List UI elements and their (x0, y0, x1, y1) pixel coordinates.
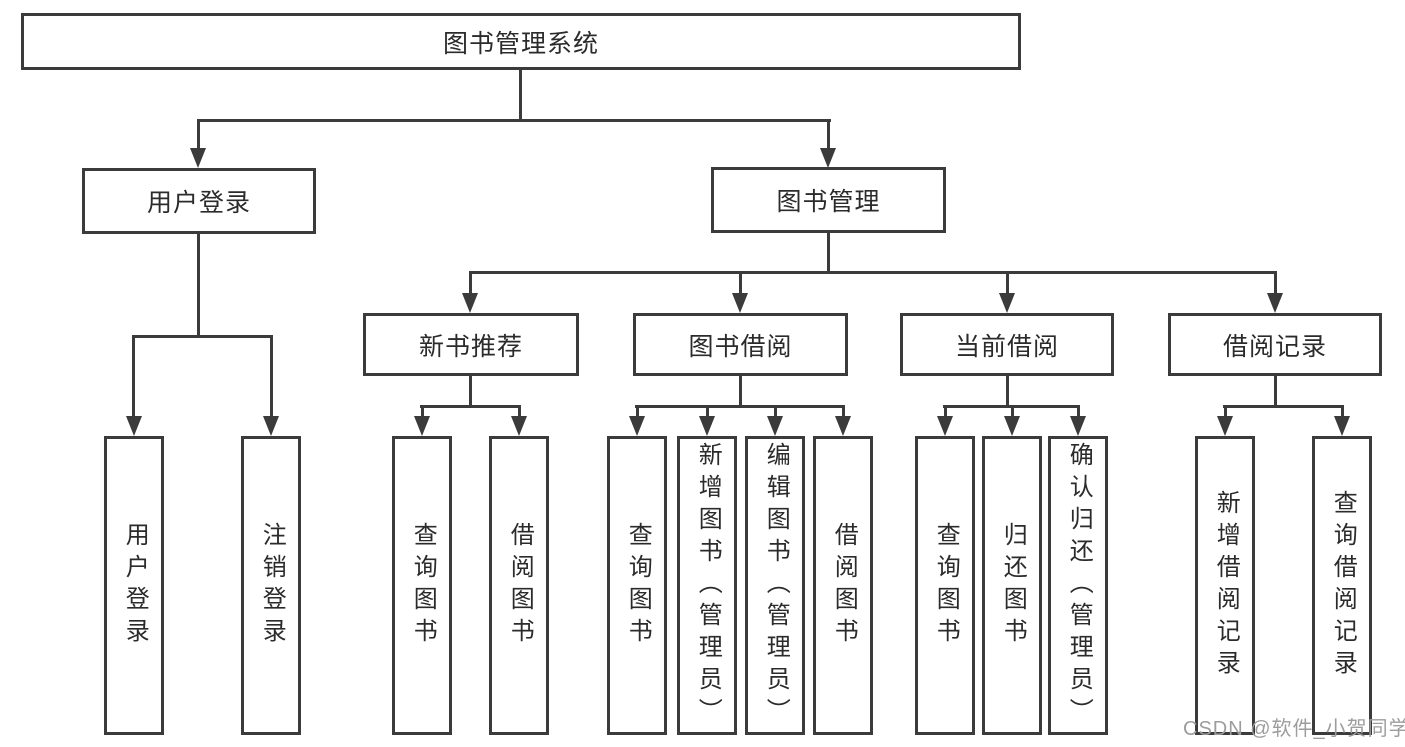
node-label: 图书管理系统 (442, 29, 599, 58)
node-label: 新增借阅记录 (1212, 489, 1240, 682)
leaf-add-borrow-record: 新增借阅记录 (1195, 436, 1255, 735)
node-label: 借阅记录 (1222, 332, 1327, 361)
node-current-borrowing: 当前借阅 (900, 313, 1114, 376)
arrowhead-icon (414, 416, 430, 436)
arrowhead-icon (699, 416, 715, 436)
arrowhead-icon (263, 416, 279, 436)
connector-line (519, 70, 522, 121)
node-label: 确认归还（管理员） (1065, 441, 1093, 730)
node-label: 图书管理 (776, 188, 881, 216)
arrowhead-icon (835, 416, 851, 436)
leaf-add-books-admin: 新增图书（管理员） (677, 436, 737, 735)
node-new-book-recommend: 新书推荐 (363, 313, 579, 376)
arrowhead-icon (462, 293, 478, 313)
leaf-return-books: 归还图书 (982, 436, 1042, 735)
arrowhead-icon (1334, 416, 1350, 436)
node-label: 归还图书 (999, 521, 1027, 650)
node-label: 图书借阅 (688, 332, 793, 361)
arrowhead-icon (820, 148, 836, 168)
connector-line (469, 376, 472, 408)
leaf-borrow-books-recommend: 借阅图书 (489, 436, 549, 735)
watermark: CSDN @软件_小贺同学 (1183, 718, 1405, 740)
connector-line (420, 405, 521, 408)
connector-line (469, 271, 1277, 274)
connector-line (132, 337, 135, 418)
connector-line (1223, 405, 1344, 408)
leaf-user-login: 用户登录 (104, 436, 164, 735)
node-borrowing-records: 借阅记录 (1168, 313, 1382, 376)
connector-line (197, 119, 200, 150)
leaf-confirm-return-admin: 确认归还（管理员） (1048, 436, 1108, 735)
arrowhead-icon (937, 416, 953, 436)
connector-line (774, 406, 777, 418)
connector-line (1011, 406, 1014, 418)
connector-line (1006, 376, 1009, 408)
connector-line (1077, 406, 1080, 418)
leaf-query-books-current: 查询图书 (915, 436, 975, 735)
arrowhead-icon (999, 293, 1015, 313)
connector-line (827, 119, 830, 150)
node-label: 新增图书（管理员） (694, 441, 722, 730)
node-book-management: 图书管理 (711, 167, 946, 233)
connector-line (842, 406, 845, 418)
arrowhead-icon (629, 416, 645, 436)
arrowhead-icon (1004, 416, 1020, 436)
arrowhead-icon (190, 148, 206, 168)
node-user-login: 用户登录 (82, 168, 316, 234)
arrowhead-icon (1070, 416, 1086, 436)
leaf-edit-books-admin: 编辑图书（管理员） (745, 436, 805, 735)
node-label: 查询图书 (409, 521, 437, 650)
connector-line (827, 232, 830, 274)
node-label: 编辑图书（管理员） (762, 441, 790, 730)
connector-line (469, 273, 472, 296)
connector-line (1274, 376, 1277, 408)
connector-line (518, 406, 521, 418)
node-label: 查询图书 (932, 521, 960, 650)
arrowhead-icon (1267, 293, 1283, 313)
leaf-query-borrow-record: 查询借阅记录 (1312, 436, 1372, 735)
connector-line (197, 119, 831, 122)
arrowhead-icon (767, 416, 783, 436)
connector-line (739, 376, 742, 408)
node-label: 查询图书 (624, 521, 652, 650)
connector-line (1341, 406, 1344, 418)
connector-line (421, 406, 424, 418)
arrowhead-icon (511, 416, 527, 436)
connector-line (197, 234, 200, 338)
connector-line (132, 335, 273, 338)
connector-line (1006, 273, 1009, 296)
connector-line (739, 273, 742, 296)
connector-line (944, 406, 947, 418)
node-label: 借阅图书 (830, 521, 858, 650)
node-label: 注销登录 (258, 521, 286, 650)
node-book-borrowing: 图书借阅 (633, 313, 848, 376)
node-label: 用户登录 (146, 189, 251, 217)
connector-line (635, 405, 845, 408)
connector-line (270, 337, 273, 418)
arrowhead-icon (126, 416, 142, 436)
node-label: 用户登录 (121, 521, 149, 650)
connector-line (1224, 406, 1227, 418)
leaf-query-books-recommend: 查询图书 (392, 436, 452, 735)
leaf-query-books-borrow: 查询图书 (607, 436, 667, 735)
leaf-borrow-books: 借阅图书 (813, 436, 873, 735)
leaf-logout-login: 注销登录 (241, 436, 301, 735)
node-label: 新书推荐 (418, 332, 523, 361)
arrowhead-icon (732, 293, 748, 313)
node-library-system: 图书管理系统 (21, 13, 1021, 70)
connector-line (636, 406, 639, 418)
connector-line (706, 406, 709, 418)
node-label: 查询借阅记录 (1329, 489, 1357, 682)
node-label: 当前借阅 (954, 332, 1059, 361)
node-label: 借阅图书 (506, 521, 534, 650)
connector-line (1274, 273, 1277, 296)
arrowhead-icon (1217, 416, 1233, 436)
